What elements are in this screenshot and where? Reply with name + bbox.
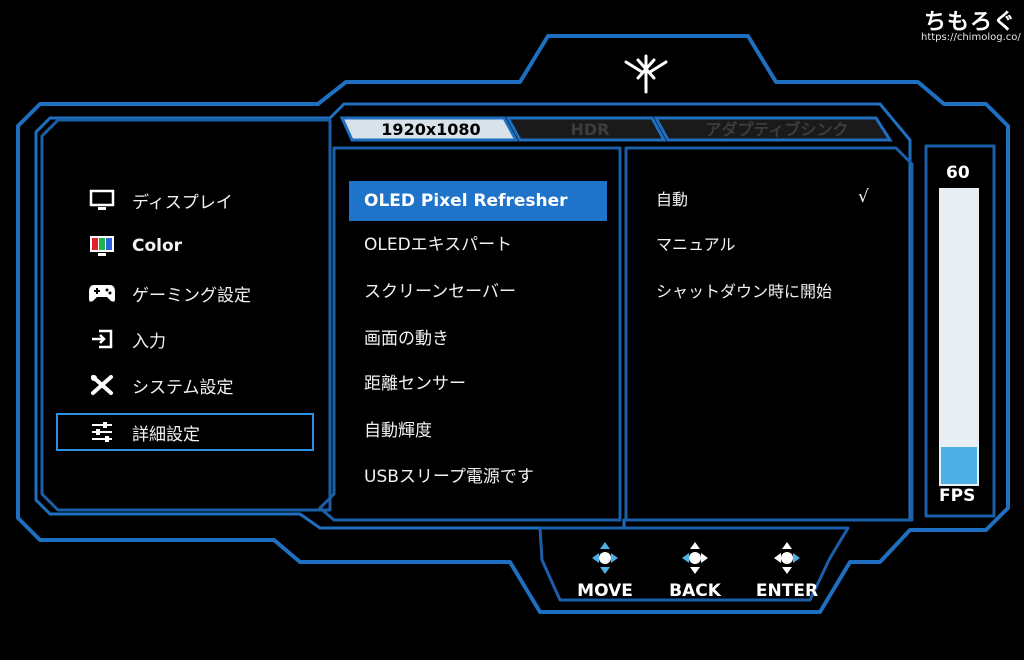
color-bars-icon (88, 235, 116, 257)
nav-item-color[interactable]: Color (88, 231, 182, 261)
nav-item-input[interactable]: 入力 (88, 324, 166, 354)
nav-selection-highlight (56, 413, 314, 451)
nav-item-label: 詳細設定 (132, 424, 200, 445)
fps-value: 60 (946, 163, 970, 183)
submenu-selection-highlight (349, 181, 607, 221)
nav-item-label: システム設定 (132, 377, 234, 398)
tab-resolution[interactable]: 1920x1080 (381, 120, 481, 139)
submenu-item-screen-move[interactable]: 画面の動き (364, 329, 449, 349)
monitor-icon (88, 189, 116, 211)
nav-item-system[interactable]: システム設定 (88, 370, 234, 400)
tab-hdr[interactable]: HDR (570, 120, 610, 139)
nav-item-display[interactable]: ディスプレイ (88, 185, 233, 215)
nav-item-advanced[interactable]: 詳細設定 (88, 417, 200, 447)
dpad-back-icon (682, 542, 708, 574)
button-label: ENTER (755, 581, 819, 601)
submenu-item-auto-brightness[interactable]: 自動輝度 (364, 421, 432, 441)
button-label: MOVE (577, 581, 633, 601)
nav-item-gaming[interactable]: ゲーミング設定 (88, 278, 251, 308)
fps-label: FPS (939, 486, 976, 506)
gamepad-icon (88, 282, 116, 304)
watermark-title: ちもろぐ (924, 10, 1017, 35)
nav-item-label: 入力 (132, 331, 166, 352)
submenu-item-usb-sleep-power[interactable]: USBスリープ電源です (364, 467, 534, 487)
input-icon (88, 328, 116, 350)
nav-item-label: Color (132, 236, 183, 256)
button-label: BACK (669, 581, 721, 601)
dpad-enter-icon (774, 542, 800, 574)
option-manual[interactable]: マニュアル (656, 235, 736, 254)
submenu-item-pixel-refresher[interactable]: OLED Pixel Refresher (364, 191, 568, 211)
tab-adaptive-sync[interactable]: アダプティブシンク (705, 120, 849, 139)
submenu-item-distance-sensor[interactable]: 距離センサー (364, 374, 466, 394)
enter-button[interactable]: ENTER (750, 540, 824, 602)
nav-item-label: ディスプレイ (132, 192, 233, 213)
fps-meter-track (939, 188, 979, 486)
watermark-url: https://chimolog.co/ (921, 32, 1021, 43)
tools-icon (88, 374, 116, 396)
sliders-icon (88, 421, 116, 443)
logo-icon (624, 54, 668, 94)
submenu-item-screensaver[interactable]: スクリーンセーバー (364, 282, 516, 302)
option-on-shutdown[interactable]: シャットダウン時に開始 (656, 282, 833, 301)
fps-meter-fill (941, 447, 977, 484)
submenu-item-oled-expert[interactable]: OLEDエキスパート (364, 235, 513, 255)
nav-item-label: ゲーミング設定 (132, 285, 251, 306)
option-auto[interactable]: 自動 (656, 190, 689, 209)
move-button[interactable]: MOVE (568, 540, 642, 602)
back-button[interactable]: BACK (658, 540, 732, 602)
dpad-all-icon (592, 542, 618, 574)
check-mark-icon: √ (858, 187, 869, 207)
